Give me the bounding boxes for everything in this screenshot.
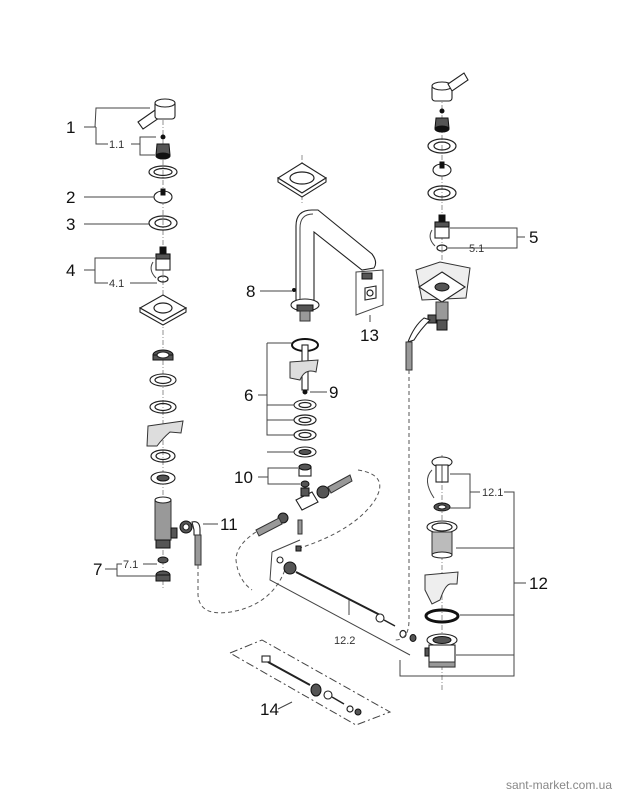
label-12-1: 12.1	[482, 487, 503, 499]
hose-loop	[299, 469, 381, 549]
label-8: 8	[246, 282, 255, 301]
label-11: 11	[220, 515, 238, 534]
spout-escutcheon[interactable]	[276, 155, 328, 205]
washer-ring-3[interactable]	[150, 449, 176, 463]
set-screw-9[interactable]	[302, 389, 308, 395]
washer-ring[interactable]	[148, 165, 178, 179]
nut-10[interactable]	[298, 463, 312, 488]
leader-lines	[84, 107, 526, 710]
basin-section-left	[146, 420, 184, 447]
label-4-1: 4.1	[109, 278, 124, 290]
valve-body-left[interactable]	[154, 496, 178, 549]
label-14: 14	[260, 700, 279, 719]
cartridge-left-part[interactable]	[150, 246, 171, 283]
washer-part[interactable]	[148, 215, 178, 231]
spout-assembly	[235, 155, 384, 591]
spout-mounting-set-6[interactable]	[289, 338, 319, 458]
mounting-nut-left[interactable]	[152, 349, 174, 361]
callout-labels: 1 1.1 2 3 4 4.1 5 5.1 6 7 7.1 8 9 10 11 …	[66, 118, 548, 719]
label-1: 1	[66, 118, 75, 137]
label-2: 2	[66, 188, 75, 207]
label-7-1: 7.1	[123, 559, 138, 571]
spout-body[interactable]	[290, 209, 377, 322]
waste-tailpiece[interactable]	[424, 633, 458, 668]
plug-12-1[interactable]	[427, 456, 453, 512]
hose-right[interactable]	[394, 317, 432, 641]
waste-body[interactable]	[426, 520, 458, 559]
lift-rod-assembly[interactable]	[269, 539, 417, 656]
cartridge-right-part[interactable]	[429, 214, 450, 252]
waste-gasket[interactable]	[424, 608, 460, 624]
label-13: 13	[360, 326, 379, 345]
label-7: 7	[93, 560, 102, 579]
stop-ring-part[interactable]	[153, 188, 173, 204]
watermark: sant-market.com.ua	[505, 778, 612, 792]
claw-ring[interactable]	[149, 373, 177, 387]
washer-right[interactable]	[427, 138, 457, 154]
escutcheon-left[interactable]	[138, 294, 188, 326]
left-valve-assembly	[137, 98, 188, 590]
right-valve-assembly	[394, 72, 471, 641]
label-5: 5	[529, 228, 538, 247]
washer-right-2[interactable]	[427, 185, 457, 201]
tee-connector[interactable]	[255, 474, 353, 537]
label-9: 9	[329, 383, 338, 402]
label-5-1: 5.1	[469, 243, 484, 255]
aerator-13[interactable]	[355, 269, 384, 316]
handle-adapter[interactable]	[155, 134, 171, 160]
basin-section-waste	[424, 571, 459, 605]
label-12: 12	[529, 574, 548, 593]
connecting-hose-11[interactable]	[179, 520, 287, 614]
handle-left[interactable]	[137, 98, 176, 130]
nut-7[interactable]	[155, 570, 171, 582]
label-1-1: 1.1	[109, 139, 124, 151]
label-12-2: 12.2	[334, 635, 355, 647]
label-6: 6	[244, 386, 253, 405]
washer-7-1[interactable]	[157, 556, 169, 564]
label-4: 4	[66, 261, 75, 280]
handle-right[interactable]	[431, 72, 469, 102]
pop-up-waste-12	[424, 455, 460, 690]
extension-rod-14[interactable]	[228, 639, 392, 726]
label-3: 3	[66, 215, 75, 234]
washer-ring-2[interactable]	[149, 400, 177, 414]
label-10: 10	[234, 468, 253, 487]
